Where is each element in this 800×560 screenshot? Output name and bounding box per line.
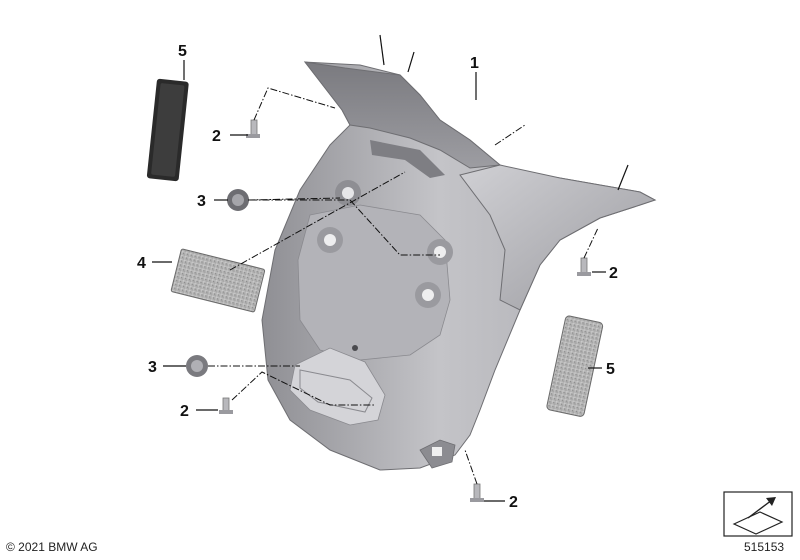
bottom-slot: [432, 447, 442, 456]
mount-boss: [415, 282, 441, 308]
screw-right: [577, 257, 591, 276]
callout-3-upper: 3: [197, 193, 206, 210]
lower-step: [289, 347, 386, 426]
screw-lower-left: [219, 397, 233, 414]
callout-4: 4: [137, 255, 146, 272]
callout-3-lower: 3: [148, 359, 157, 376]
mount-boss: [317, 227, 343, 253]
reflector-upper-left: [146, 78, 189, 182]
callout-1: 1: [470, 55, 479, 72]
lower-slot: [299, 369, 373, 413]
nut-lower: [186, 355, 208, 377]
mount-boss: [427, 239, 453, 265]
copyright-text: © 2021 BMW AG: [6, 540, 98, 554]
mount-boss: [335, 180, 361, 206]
screw-bottom: [470, 483, 484, 502]
callout-2-lower-left: 2: [180, 403, 189, 420]
orientation-arrow-icon: [723, 491, 793, 537]
callout-5-upper-left: 5: [178, 43, 187, 60]
diagram-reference-number: 515153: [744, 540, 785, 554]
reflector-right: [546, 315, 604, 417]
housing-wing: [459, 164, 657, 311]
callout-2-upper-left: 2: [212, 128, 221, 145]
center-hole: [352, 345, 358, 351]
assembly-lines: [208, 34, 629, 485]
housing-top: [303, 61, 502, 169]
housing-groove: [370, 140, 445, 178]
reflector-left: [170, 248, 266, 313]
leader-lines: [152, 60, 606, 502]
callout-5-right: 5: [606, 361, 615, 378]
callout-2-bottom: 2: [509, 494, 518, 511]
nut-upper: [227, 189, 249, 211]
screw-upper-left: [246, 119, 260, 138]
callout-2-right: 2: [609, 265, 618, 282]
license-plate-holder: [261, 61, 657, 471]
